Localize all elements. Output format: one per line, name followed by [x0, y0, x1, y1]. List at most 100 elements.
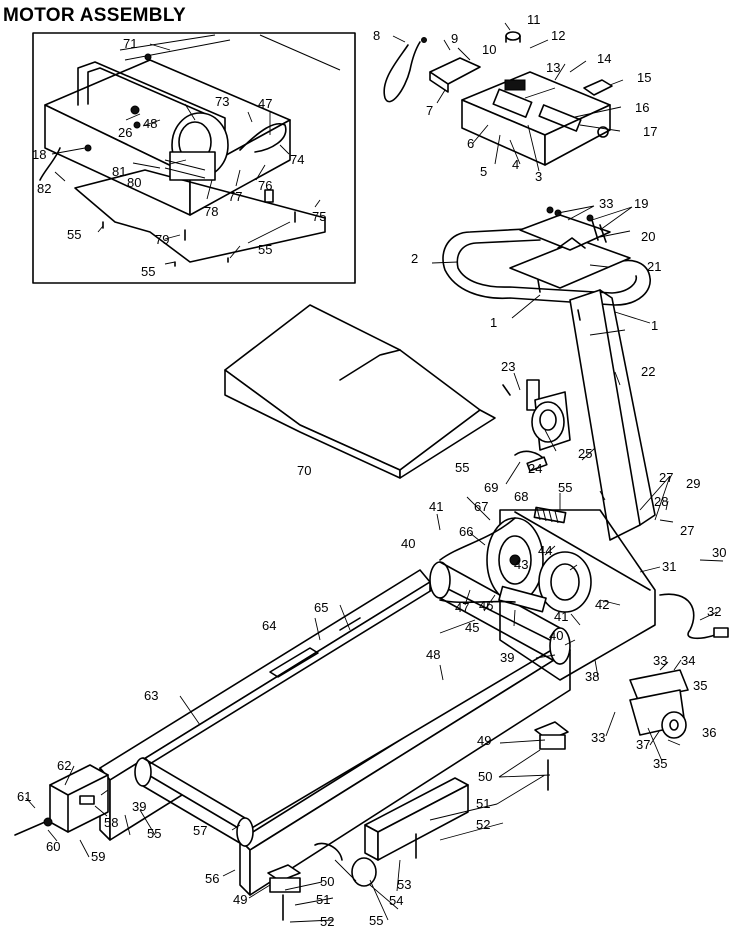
- incline-motor-body: [531, 401, 565, 443]
- callout-79: 79: [155, 232, 169, 247]
- callout-68: 68: [514, 489, 528, 504]
- callout-57: 57: [193, 823, 207, 838]
- callout-55-g: 55: [369, 913, 383, 928]
- callout-39-b: 39: [132, 799, 146, 814]
- callout-1-b: 1: [651, 318, 658, 333]
- callout-35-b: 35: [653, 756, 667, 771]
- callout-56: 56: [205, 871, 219, 886]
- callout-3: 3: [535, 169, 542, 184]
- callout-7: 7: [426, 103, 433, 118]
- callout-33-a: 33: [599, 196, 613, 211]
- callout-55-f: 55: [147, 826, 161, 841]
- callout-1-a: 1: [490, 315, 497, 330]
- callout-19: 19: [634, 196, 648, 211]
- callout-58: 58: [104, 815, 118, 830]
- leader-lines: [25, 22, 724, 923]
- callout-55-b: 55: [258, 242, 272, 257]
- callout-16: 16: [635, 100, 649, 115]
- callout-51-b: 51: [316, 892, 330, 907]
- callout-64: 64: [262, 618, 276, 633]
- callout-32: 32: [707, 604, 721, 619]
- callout-39-a: 39: [500, 650, 514, 665]
- handlebar-bracket: [509, 239, 631, 289]
- callout-14: 14: [597, 51, 611, 66]
- callout-50-a: 50: [478, 769, 492, 784]
- callout-82: 82: [37, 181, 51, 196]
- wheel-36: [661, 711, 687, 739]
- bracket-76: [264, 189, 274, 203]
- motor-wire: [239, 123, 287, 153]
- callout-31: 31: [662, 559, 676, 574]
- callout-77: 77: [228, 189, 242, 204]
- callout-51-a: 51: [476, 796, 490, 811]
- callout-69: 69: [484, 480, 498, 495]
- callout-12: 12: [551, 28, 565, 43]
- callout-9: 9: [451, 31, 458, 46]
- motor-frame: [499, 509, 656, 681]
- callout-27-a: 27: [659, 470, 673, 485]
- callout-49-b: 49: [233, 892, 247, 907]
- callout-37: 37: [636, 737, 650, 752]
- callout-59: 59: [91, 849, 105, 864]
- callout-52-b: 52: [320, 914, 334, 929]
- front-roller: [429, 561, 451, 599]
- right-rail-side: [249, 649, 571, 896]
- callout-48: 48: [426, 647, 440, 662]
- callout-33-b: 33: [653, 653, 667, 668]
- callout-labels: 71 73 47 48 26 18 74 81 80 82 76 77 78 7…: [17, 12, 726, 929]
- inset-frame: [32, 32, 356, 284]
- handlebar-top-plate: [519, 214, 611, 251]
- callout-47-b: 47: [455, 600, 469, 615]
- callout-48: 48: [143, 116, 157, 131]
- callout-53: 53: [397, 877, 411, 892]
- callout-43: 43: [514, 557, 528, 572]
- callout-27-b: 27: [680, 523, 694, 538]
- callout-24: 24: [528, 461, 542, 476]
- callout-80: 80: [127, 175, 141, 190]
- callout-45: 45: [465, 620, 479, 635]
- bolt-61: [14, 821, 46, 836]
- callout-55-c: 55: [141, 264, 155, 279]
- callout-55-d: 55: [455, 460, 469, 475]
- callout-49-a: 49: [477, 733, 491, 748]
- callout-75: 75: [312, 209, 326, 224]
- drive-belt: [439, 517, 516, 604]
- handlebar-assembly: [442, 206, 656, 541]
- callout-11: 11: [527, 12, 541, 27]
- callout-55-e: 55: [558, 480, 572, 495]
- callout-41-b: 41: [554, 609, 568, 624]
- callout-28: 28: [654, 494, 668, 509]
- callout-4: 4: [512, 157, 519, 172]
- callout-70: 70: [297, 463, 311, 478]
- power-wire: [39, 147, 61, 181]
- treadmill-frame: [14, 506, 729, 921]
- callout-50-b: 50: [320, 874, 334, 889]
- callout-38: 38: [585, 669, 599, 684]
- callout-22: 22: [641, 364, 655, 379]
- motor-hood-side: [189, 119, 291, 216]
- safety-key-cord: [383, 41, 421, 103]
- knob-11: [505, 31, 521, 41]
- overlay-15: [583, 79, 613, 96]
- callout-6: 6: [467, 136, 474, 151]
- callout-60: 60: [46, 839, 60, 854]
- console-assembly: [383, 31, 613, 166]
- handlebar-rail: [442, 227, 651, 306]
- callout-52-a: 52: [476, 817, 490, 832]
- callout-62: 62: [57, 758, 71, 773]
- callout-17: 17: [643, 124, 657, 139]
- callout-40-b: 40: [549, 628, 563, 643]
- callout-76: 76: [258, 178, 272, 193]
- callout-65: 65: [314, 600, 328, 615]
- callout-5: 5: [480, 164, 487, 179]
- tube-cap-54: [351, 857, 377, 887]
- power-cord: [659, 593, 716, 640]
- callout-55-a: 55: [67, 227, 81, 242]
- callout-13: 13: [546, 60, 560, 75]
- callout-41-a: 41: [429, 499, 443, 514]
- callout-26: 26: [118, 125, 132, 140]
- callout-20: 20: [641, 229, 655, 244]
- callout-35-a: 35: [693, 678, 707, 693]
- callout-61: 61: [17, 789, 31, 804]
